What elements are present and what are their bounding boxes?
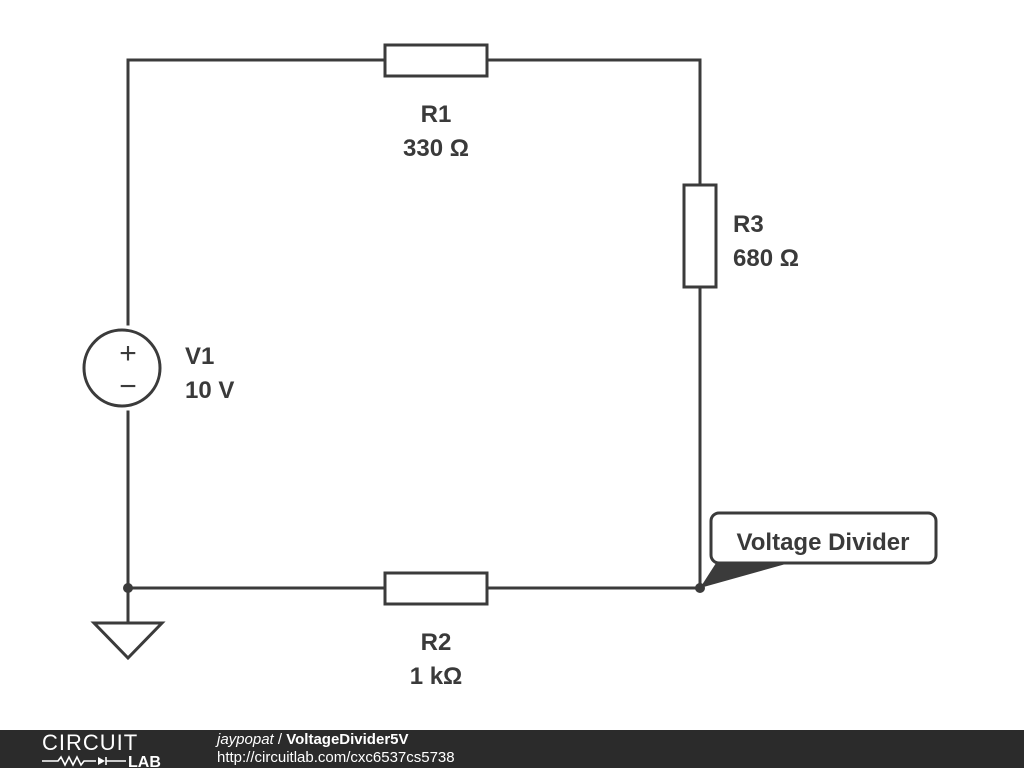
resistor-r2-body xyxy=(383,571,489,606)
v1-value: 10 V xyxy=(185,377,234,404)
footer-title-line: jaypopat / VoltageDivider5V xyxy=(217,731,455,749)
probe-pointer xyxy=(700,560,800,588)
voltage-source-v1-body xyxy=(82,328,162,408)
footer-bar: CIRCUIT LAB jaypopat / VoltageDivider5V … xyxy=(0,730,1024,768)
resistor-r3[interactable]: R3 680 Ω xyxy=(682,183,799,289)
wires xyxy=(126,58,702,624)
logo-resistor-icon xyxy=(42,755,96,767)
logo-lab-text: LAB xyxy=(128,754,161,768)
resistor-r1[interactable]: R1 330 Ω xyxy=(383,43,489,162)
logo-circuit-text: CIRCUIT xyxy=(42,730,138,755)
resistor-r2[interactable]: R2 1 kΩ xyxy=(383,571,489,690)
footer-circuit-title[interactable]: VoltageDivider5V xyxy=(286,731,409,748)
ground-triangle xyxy=(90,621,166,661)
footer-url[interactable]: http://circuitlab.com/cxc6537cs5738 xyxy=(217,749,455,766)
voltage-source-v1[interactable]: + − V1 10 V xyxy=(82,328,234,408)
resistor-r3-body xyxy=(682,183,718,289)
probe-label-box xyxy=(709,511,938,565)
footer-username[interactable]: jaypopat xyxy=(217,731,274,748)
resistor-r1-body xyxy=(383,43,489,78)
r2-value: 1 kΩ xyxy=(410,663,463,690)
junction-node-ground xyxy=(123,583,133,593)
plus-sign-icon: + xyxy=(119,337,137,370)
footer-separator: / xyxy=(273,731,287,748)
circuitlab-logo[interactable]: CIRCUIT LAB xyxy=(40,730,180,768)
voltage-probe-label[interactable]: Voltage Divider xyxy=(700,511,938,588)
logo-diode-icon xyxy=(98,757,105,765)
r1-value: 330 Ω xyxy=(403,135,469,162)
circuit-diagram: R1 330 Ω R3 680 Ω R2 1 kΩ + − V1 10 V xyxy=(82,43,938,690)
r2-name: R2 xyxy=(421,629,452,656)
r1-name: R1 xyxy=(421,101,452,128)
probe-label-text: Voltage Divider xyxy=(737,529,910,556)
r3-name: R3 xyxy=(733,211,764,238)
v1-name: V1 xyxy=(185,343,214,370)
footer-info: jaypopat / VoltageDivider5V http://circu… xyxy=(217,731,455,767)
ground-icon[interactable] xyxy=(90,621,166,661)
minus-sign-icon: − xyxy=(119,370,137,403)
r3-value: 680 Ω xyxy=(733,245,799,272)
